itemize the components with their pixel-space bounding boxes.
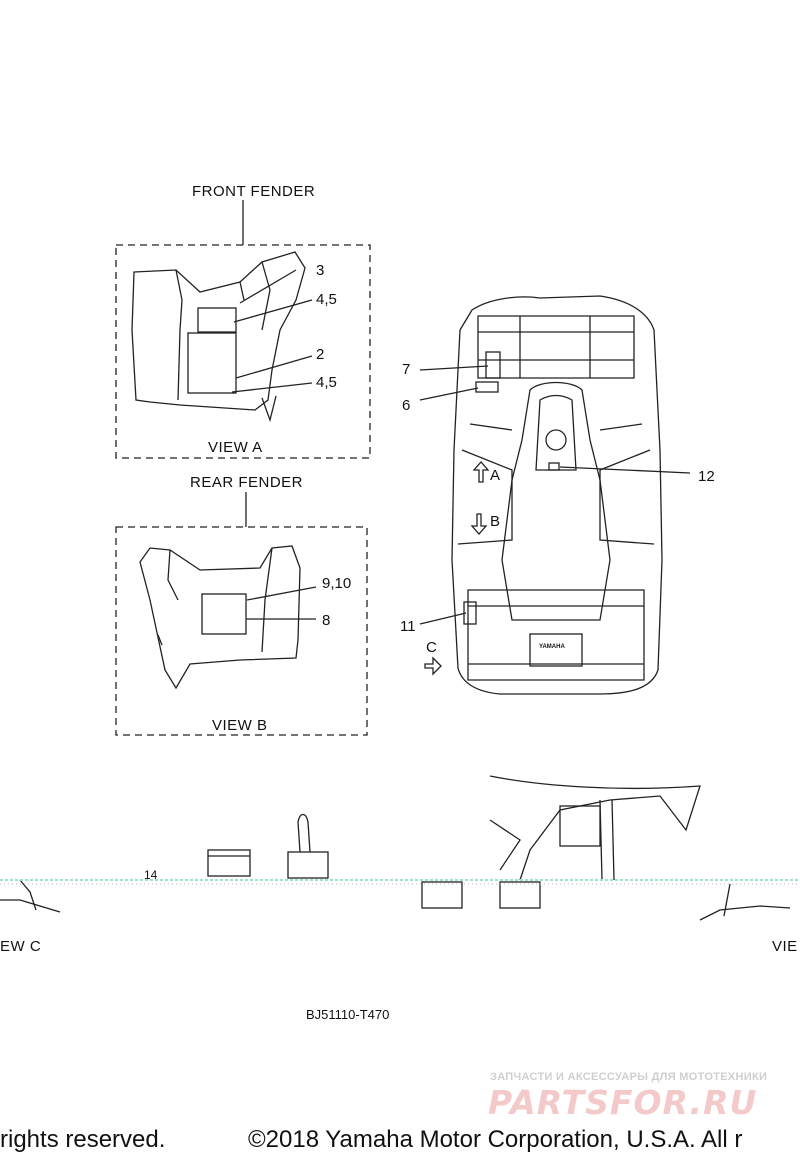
callout-9-10: 9,10 <box>322 575 352 592</box>
atv-top-view <box>451 295 663 695</box>
callout-2: 2 <box>316 346 325 363</box>
lower-views <box>0 775 791 921</box>
view-b-label: VIEW B <box>212 717 268 734</box>
watermark-tagline: ЗАПЧАСТИ И АКСЕССУАРЫ ДЛЯ МОТОТЕХНИКИ <box>490 1071 768 1083</box>
copyright-left: rights reserved. <box>0 1126 166 1153</box>
arrow-label-c: C <box>426 639 437 656</box>
rear-fender-drawing <box>139 545 301 690</box>
watermark-logo: PARTSFOR.RU <box>488 1083 758 1122</box>
view-c-label: EW C <box>0 938 42 955</box>
callout-12: 12 <box>698 468 715 485</box>
arrow-label-a: A <box>490 467 501 484</box>
diagram-code: BJ51110-T470 <box>306 1007 390 1022</box>
callout-6: 6 <box>402 397 411 414</box>
callout-3: 3 <box>316 262 325 279</box>
yamaha-emblem: YAMAHA <box>539 644 565 650</box>
view-a-frame <box>115 244 371 459</box>
callout-7: 7 <box>402 361 411 378</box>
callout-4-5-bottom: 4,5 <box>316 374 337 391</box>
view-d-label: VIE <box>772 938 798 955</box>
callout-14: 14 <box>144 868 158 882</box>
front-fender-drawing <box>131 251 306 423</box>
front-fender-title: FRONT FENDER <box>192 183 316 200</box>
copyright-right: ©2018 Yamaha Motor Corporation, U.S.A. A… <box>248 1126 743 1153</box>
callout-8: 8 <box>322 612 331 629</box>
view-a-label: VIEW A <box>208 439 263 456</box>
callout-4-5-top: 4,5 <box>316 291 337 308</box>
arrow-label-b: B <box>490 513 501 530</box>
view-b-frame <box>115 526 368 736</box>
callout-11: 11 <box>400 618 416 635</box>
rear-fender-title: REAR FENDER <box>190 474 304 491</box>
